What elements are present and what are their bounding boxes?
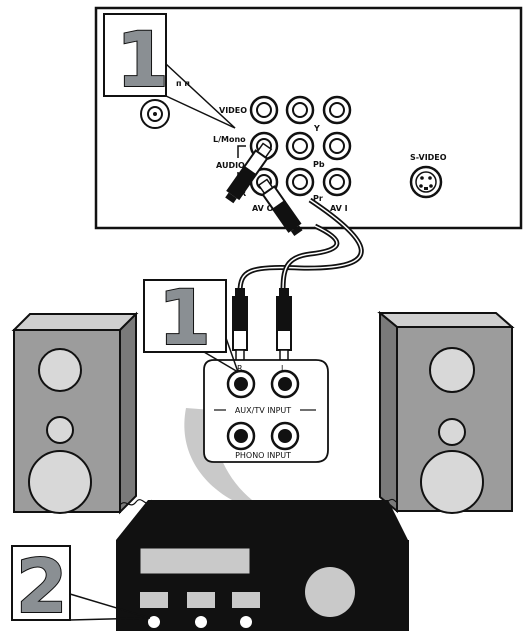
s-video-jack-icon[interactable] [409,165,443,199]
label-phono-input: PHONO INPUT [235,451,291,460]
label-jack-r: R [237,364,243,373]
speaker-left [11,311,139,515]
label-aux-tv-input: AUX/TV INPUT [235,406,291,415]
label-y: Y [313,124,320,133]
jack-video[interactable] [249,95,279,125]
step-number: 2 [16,544,68,630]
callout-step-bottom: 2 [11,543,151,631]
label-jack-l: L [281,364,286,373]
tv-rca-plug-right [257,178,303,237]
receiver-knob-3[interactable] [240,616,252,628]
tv-rca-plug-left [225,142,273,204]
label-pr: Pr [313,194,323,203]
jack-av-in-3[interactable] [322,167,352,197]
stereo-receiver [116,500,409,631]
label-video: VIDEO [219,106,247,115]
jack-phono-r[interactable] [226,421,256,451]
label-audio: AUDIO [216,161,245,170]
speaker-right [377,310,515,514]
stereo-input-panel: R L AUX/TV INPUT PHONO INPUT [203,359,329,463]
step-number: 1 [158,273,211,362]
jack-aux-r[interactable] [226,369,256,399]
stereo-rca-plug-l [276,288,292,363]
audio-cable [225,142,364,363]
jack-pr[interactable] [285,167,315,197]
tv-back-panel: ᴨ ᴨ VIDEO L/Mono AUDIO R Y Pb Pr AV Out … [94,6,523,230]
label-pb: Pb [313,160,325,169]
jack-phono-l[interactable] [270,421,300,451]
receiver-button-1[interactable] [140,592,168,608]
receiver-button-2[interactable] [187,592,215,608]
receiver-knob-1[interactable] [148,616,160,628]
label-s-video: S-VIDEO [410,153,447,162]
receiver-knob-2[interactable] [195,616,207,628]
callout-step-middle: 1 [143,272,239,373]
jack-av-in-2[interactable] [322,131,352,161]
label-av-in: AV I [330,204,348,213]
stereo-rca-plug-r [232,288,248,363]
jack-y[interactable] [285,95,315,125]
label-l-mono: L/Mono [213,135,246,144]
label-av-out: AV Out [252,204,283,213]
receiver-button-3[interactable] [232,592,260,608]
step-number: 1 [116,15,169,104]
jack-av-in-1[interactable] [322,95,352,125]
antenna-connector-icon [140,99,170,129]
jack-aux-l[interactable] [270,369,300,399]
jack-pb[interactable] [285,131,315,161]
svg-text:ᴨ ᴨ: ᴨ ᴨ [176,79,190,88]
callout-step-top: 1 [103,13,236,129]
